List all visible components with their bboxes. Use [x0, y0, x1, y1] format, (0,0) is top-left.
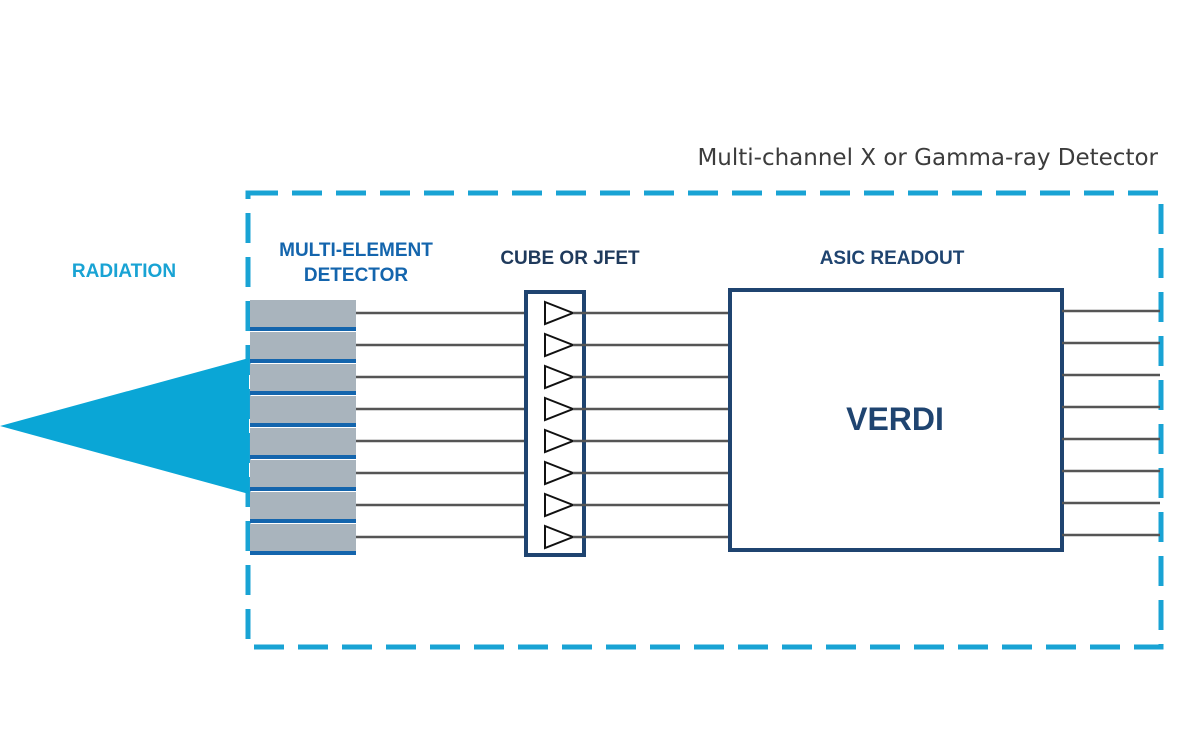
amplifier-triangle	[544, 300, 576, 326]
detector-separator	[250, 391, 356, 395]
detector-label-line2: DETECTOR	[304, 265, 408, 286]
detector-element	[250, 300, 356, 327]
amplifier-triangle	[544, 428, 576, 454]
detector-element	[250, 428, 356, 455]
amplifier-triangle	[544, 460, 576, 486]
detector-separator	[250, 455, 356, 459]
amplifier-triangle	[544, 492, 576, 518]
detector-element	[250, 524, 356, 551]
detector-separator	[250, 359, 356, 363]
detector-element	[250, 364, 356, 391]
detector-element	[250, 396, 356, 423]
detector-separator	[250, 519, 356, 523]
detector-separator	[250, 487, 356, 491]
preamp-to-asic-wires	[573, 311, 730, 539]
amplifier-triangle	[544, 396, 576, 422]
detector-separator	[250, 423, 356, 427]
preamp-label: CUBE OR JFET	[500, 248, 640, 269]
detector-element	[250, 460, 356, 487]
asic-label: ASIC READOUT	[820, 248, 965, 269]
preamp-array-box	[524, 290, 586, 557]
asic-readout-box	[728, 288, 1064, 552]
radiation-beam	[0, 358, 249, 494]
detector-separator	[250, 327, 356, 331]
asic-name: VERDI	[846, 401, 944, 437]
detector-element	[250, 492, 356, 519]
radiation-label: RADIATION	[72, 261, 176, 282]
detector-element	[250, 332, 356, 359]
diagram-title: Multi-channel X or Gamma-ray Detector	[697, 145, 1158, 171]
amplifier-triangle	[544, 364, 576, 390]
amplifier-triangle	[544, 332, 576, 358]
detector-to-preamp-wires	[356, 311, 545, 539]
preamp-triangles	[544, 300, 576, 550]
detector-separator	[250, 551, 356, 555]
multi-element-detector	[250, 300, 356, 555]
detector-label-line1: MULTI-ELEMENT	[279, 240, 433, 261]
asic-output-wires	[1062, 309, 1160, 537]
system-enclosure	[245, 190, 1164, 650]
amplifier-triangle	[544, 524, 576, 550]
